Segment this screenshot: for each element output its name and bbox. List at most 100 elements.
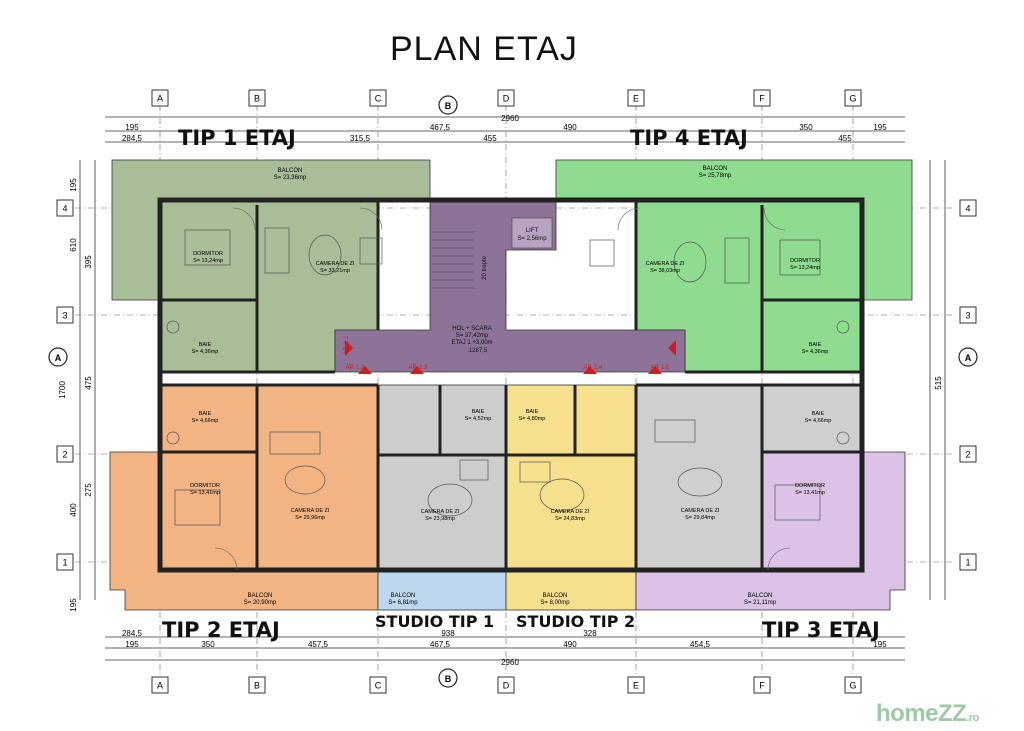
page-title: PLAN ETAJ (390, 30, 578, 68)
grid-col-top-A-box (151, 89, 169, 107)
room-studio1-baie-name: BAIE (472, 409, 485, 415)
section-side-right-label: A (965, 353, 972, 363)
balcony-studio1-area: S= 6,81mp (388, 600, 418, 606)
dim-top-2: 467,5 (430, 123, 451, 132)
room-tip1-baie-area: S= 4,36mp (192, 349, 219, 355)
dim-side-4: 475 (84, 376, 93, 390)
dim-top-5: 195 (873, 123, 887, 132)
tip4-label: TIP 4 ETAJ (630, 126, 748, 150)
dim-bottom-1: 284,5 (122, 629, 143, 638)
watermark-suffix: .ro (966, 712, 979, 724)
balcony-tip4-area: S= 25,78mp (699, 173, 732, 179)
room-tip2-camera-name: CAMERA DE ZI (291, 508, 330, 514)
grid-col-bottom-D: D (503, 681, 510, 691)
section-marker-top-label: B (445, 101, 452, 111)
grid-col-top-E: E (633, 94, 639, 104)
balcony-tip2-name: BALCON (248, 593, 273, 599)
dim-side-7: 275 (84, 483, 93, 497)
dim-bottom-7: 467,5 (430, 640, 451, 649)
dim-bottom-6: 457,5 (308, 640, 329, 649)
room-tip4-dormitor-name: DORMITOR (790, 258, 820, 264)
room-tip2-camera-area: S= 29,96mp (295, 515, 325, 521)
grid-row-left-4-box (56, 199, 74, 217)
room-tip2-baie-name: BAIE (199, 411, 212, 417)
section-marker-bottom (438, 668, 458, 688)
grid-row-left-4: 4 (62, 204, 67, 214)
section-marker-bottom-label: B (445, 674, 452, 684)
balcony-tip3-name: BALCON (748, 593, 773, 599)
grid-columns-bottom: A B C D E F G (151, 676, 862, 694)
room-tip3-camera-name: CAMERA DE ZI (681, 508, 720, 514)
grid-col-bottom-E: E (633, 681, 639, 691)
section-side-left-label: A (55, 353, 62, 363)
dim-side-2: 610 (69, 238, 78, 252)
room-tip3-baie-name: BAIE (812, 411, 825, 417)
balcony-studio2-name: BALCON (543, 593, 568, 599)
dim-side-1: 195 (69, 178, 78, 192)
room-tip3-dormitor-name: DORMITOR (795, 483, 825, 489)
watermark-brand: homeZZ (876, 700, 967, 727)
balcony-studio1-name: BALCON (391, 593, 416, 599)
grid-col-top-B: B (254, 94, 260, 104)
grid-row-right-2: 2 (965, 450, 970, 460)
room-studio1-camera-area: S= 23,98mp (425, 516, 455, 522)
dim-top-total: 2960 (501, 114, 519, 123)
room-tip2-baie-area: S= 4,66mp (192, 418, 219, 424)
grid-col-bottom-B-box (248, 676, 266, 694)
room-studio1-baie-area: S= 4,52mp (465, 416, 492, 422)
grid-col-bottom-E-box (627, 676, 645, 694)
section-side-left (48, 347, 68, 367)
grid-col-top-F: F (759, 94, 765, 104)
dim-side-6: 400 (69, 503, 78, 517)
core-dim: 1287,5 (469, 348, 488, 354)
tip2-label: TIP 2 ETAJ (162, 618, 280, 642)
balcony-studio2-area: S= 8,00mp (540, 600, 570, 606)
room-tip4-dormitor-area: S= 13,24mp (790, 265, 820, 271)
dim-top-4: 350 (799, 123, 813, 132)
core-lift-area: S= 2,56mp (517, 236, 547, 242)
grid-col-bottom-F: F (759, 681, 765, 691)
grid-col-top-C-box (369, 89, 387, 107)
grid-col-bottom-A: A (157, 681, 163, 691)
dim-bottom-2: 938 (441, 629, 455, 638)
watermark-logo: homeZZ.ro (876, 700, 979, 728)
core-hall-area: S= 37,42mp (456, 333, 489, 339)
ap-1-1: AP. 1.1 (344, 335, 350, 355)
room-tip3-camera-area: S= 29,84mp (685, 515, 715, 521)
core-zone (334, 199, 686, 373)
dim-bottom-3: 328 (583, 629, 597, 638)
grid-col-top-G-box (844, 89, 862, 107)
grid-col-bottom-B: B (254, 681, 260, 691)
dim-top-7: 315,5 (350, 134, 371, 143)
studio1-zone (377, 384, 507, 571)
room-studio2-camera-name: CAMERA DE ZI (551, 509, 590, 515)
dim-bottom-10: 195 (873, 640, 887, 649)
dim-top-1: 195 (125, 123, 139, 132)
room-studio2-camera-area: S= 24,83mp (555, 516, 585, 522)
section-side-right (958, 347, 978, 367)
room-tip4-baie-area: S= 4,36mp (802, 349, 829, 355)
ap-1-6: AP. 1.6 (651, 365, 671, 371)
room-tip3-baie-area: S= 4,66mp (805, 418, 832, 424)
grid-row-right-2-box (959, 445, 977, 463)
dim-bottom-9: 454,5 (690, 640, 711, 649)
balcony-tip2-area: S= 20,90mp (244, 600, 277, 606)
dim-bottom-8: 490 (563, 640, 577, 649)
grid-row-right-3-box (959, 306, 977, 324)
grid-col-top-A: A (157, 94, 163, 104)
grid-col-bottom-D-box (497, 676, 515, 694)
room-studio2-baie-area: S= 4,80mp (519, 416, 546, 422)
core-hall: HOL + SCARA (452, 326, 492, 332)
dim-bottom-5: 350 (201, 640, 215, 649)
grid-col-top-C: C (375, 94, 382, 104)
room-tip4-camera-name: CAMERA DE ZI (646, 261, 685, 267)
grid-col-bottom-A-box (151, 676, 169, 694)
grid-col-bottom-G: G (849, 681, 856, 691)
dim-top-3: 490 (563, 123, 577, 132)
grid-row-left-2-box (56, 445, 74, 463)
grid-col-bottom-C: C (375, 681, 382, 691)
dim-side-8: 195 (69, 598, 78, 612)
